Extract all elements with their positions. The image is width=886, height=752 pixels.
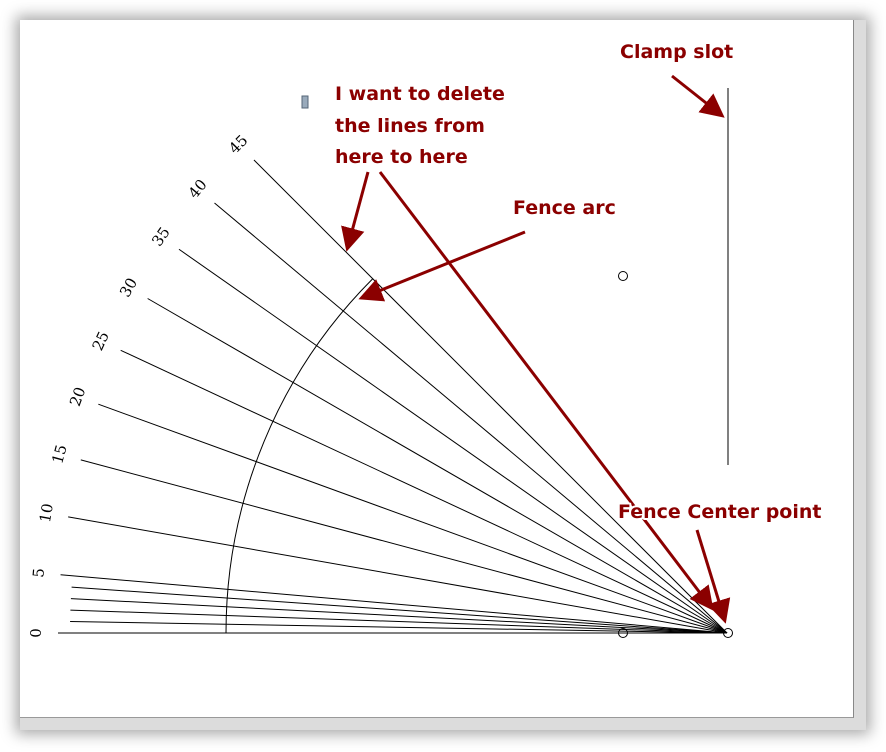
delete-note-line1: I want to delete — [335, 83, 505, 105]
angle-line-35[interactable] — [178, 248, 728, 634]
fence-center-label: Fence Center point — [618, 501, 821, 523]
clamp-slot-arrow — [671, 74, 725, 118]
angle-label: 10 — [36, 502, 57, 524]
fence-arc-label: Fence arc — [513, 197, 616, 219]
angle-line-3[interactable] — [70, 598, 728, 634]
angle-line-10[interactable] — [68, 516, 728, 634]
fence-arc[interactable] — [225, 278, 374, 634]
fence-arc-arrow — [358, 230, 526, 302]
angle-label: 40 — [185, 176, 211, 202]
delete-note-line2: the lines from — [335, 115, 485, 137]
angle-line-4[interactable] — [71, 586, 728, 634]
angle-label: 0 — [27, 628, 45, 638]
clamp-slot-label: Clamp slot — [620, 41, 733, 63]
annotation-arrows — [341, 74, 731, 624]
delete-arrow-end — [378, 171, 714, 611]
angle-line-5[interactable] — [60, 574, 728, 634]
angle-label: 45 — [225, 131, 251, 157]
fence-center-circle[interactable] — [723, 628, 733, 638]
fence-center-arrow — [695, 529, 731, 624]
angle-line-20[interactable] — [98, 403, 728, 634]
angle-line-1[interactable] — [70, 621, 728, 634]
delete-note-line3: here to here — [335, 146, 468, 168]
angle-line-45[interactable] — [253, 159, 728, 634]
angle-line-15[interactable] — [80, 459, 728, 634]
angle-line-30[interactable] — [147, 298, 728, 634]
small-icon — [301, 95, 309, 109]
angle-label: 25 — [89, 329, 113, 354]
angle-line-40[interactable] — [214, 202, 728, 634]
angle-label: 5 — [29, 567, 48, 578]
angle-label: 15 — [48, 443, 70, 466]
cad-window — [20, 20, 866, 730]
delete-arrow-start — [341, 171, 370, 252]
angle-label: 30 — [116, 275, 141, 301]
angle-line-2[interactable] — [70, 609, 728, 634]
angle-label: 20 — [66, 385, 89, 409]
point-circle[interactable] — [618, 628, 628, 638]
angle-line-25[interactable] — [120, 349, 728, 634]
point-circle[interactable] — [618, 271, 628, 281]
angle-label: 35 — [148, 224, 174, 250]
